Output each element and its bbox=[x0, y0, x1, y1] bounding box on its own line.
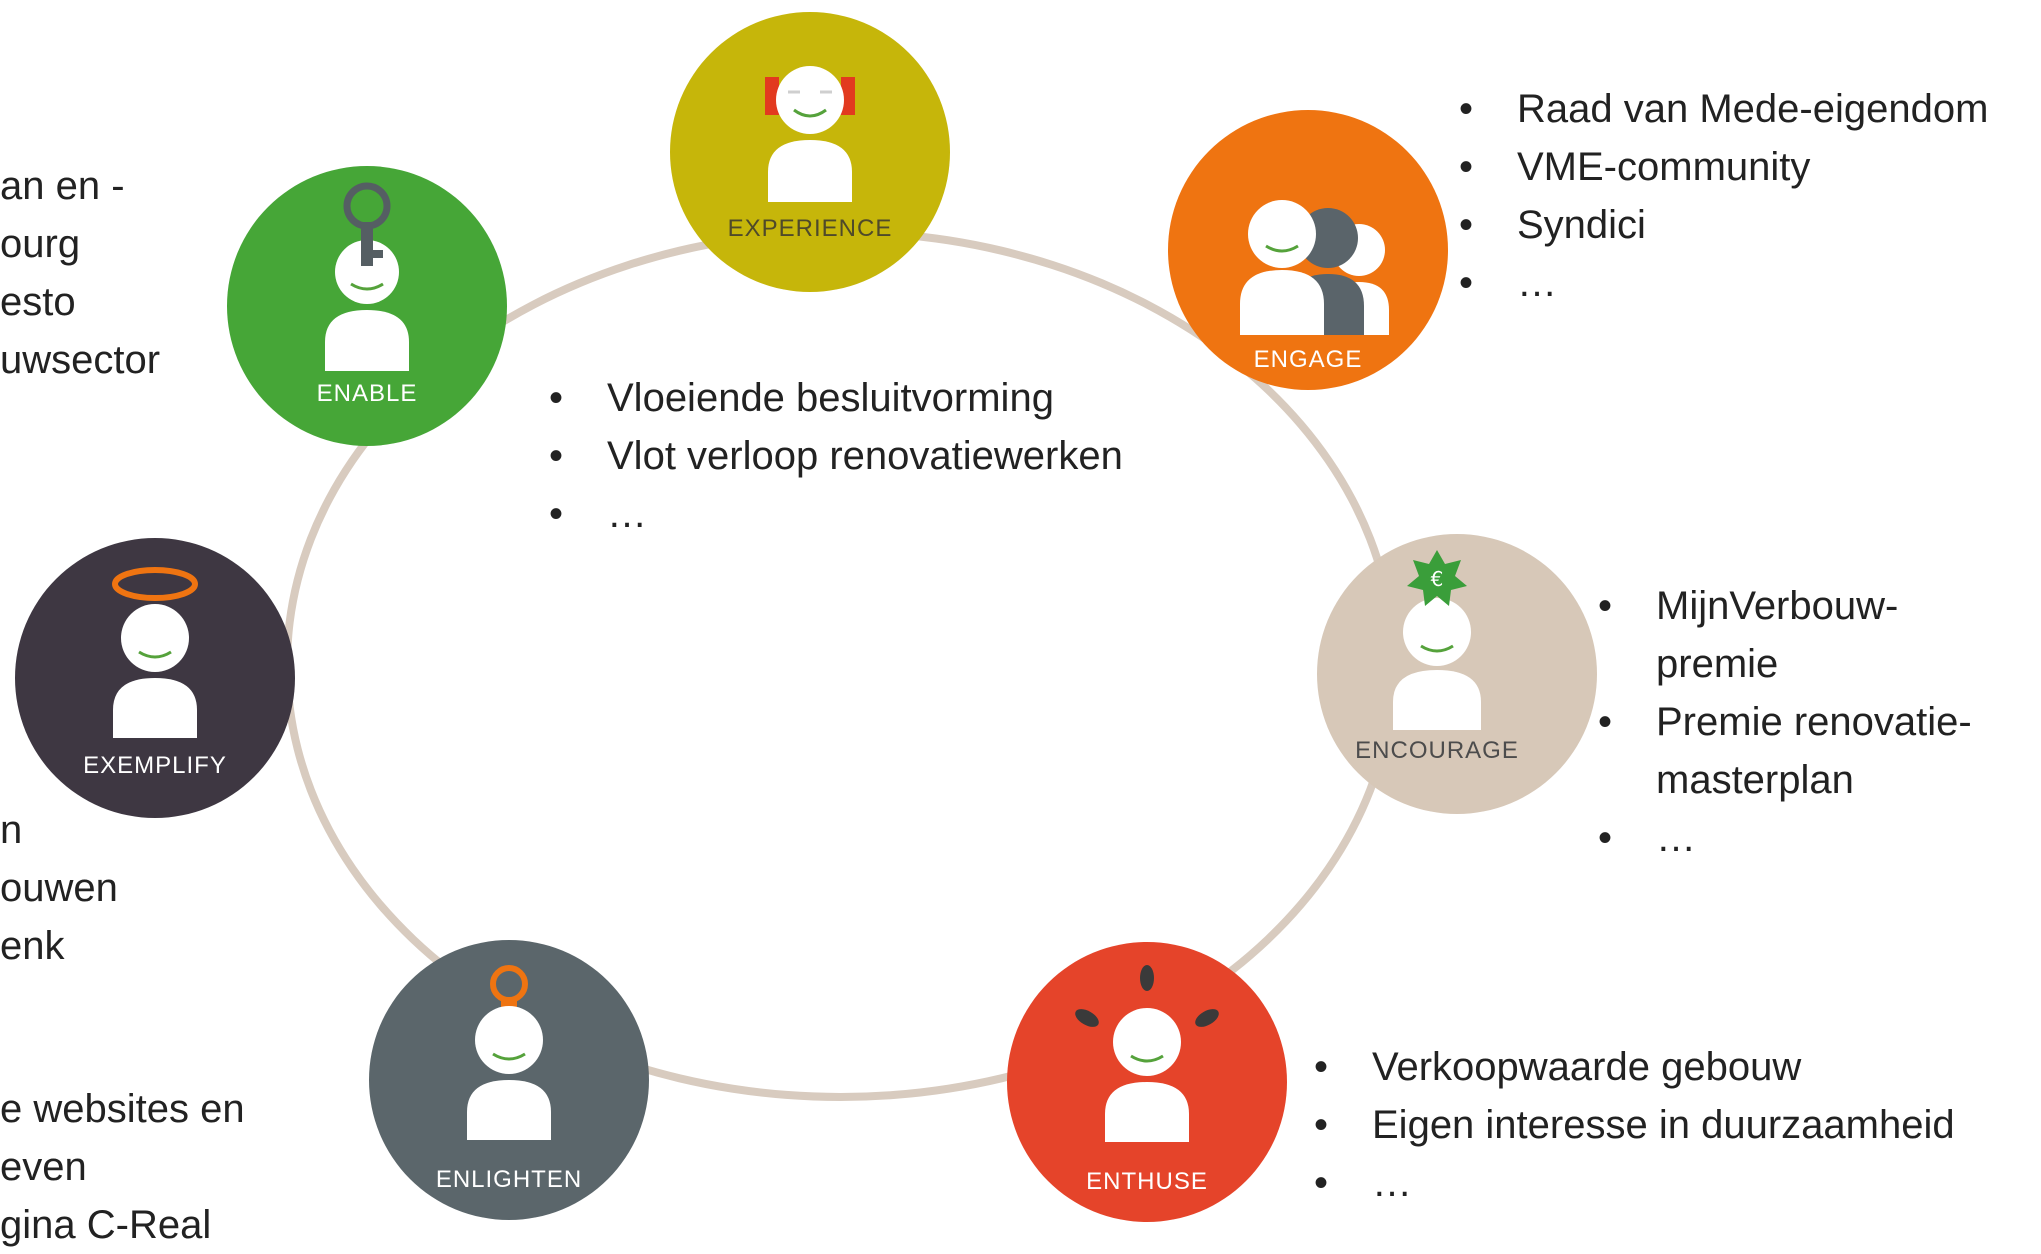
fragment-line: uwsector bbox=[0, 338, 161, 382]
diagram-canvas: EXPERIENCE ENGAGE € ENCOURAGE bbox=[0, 0, 2041, 1219]
list-item: … bbox=[1310, 1154, 1955, 1212]
node-experience: EXPERIENCE bbox=[670, 12, 950, 292]
drops-icon bbox=[1075, 965, 1219, 1142]
enlighten-text-fragment: e websites en even gina C-Real bbox=[0, 1080, 245, 1254]
node-encourage: € ENCOURAGE bbox=[1317, 534, 1597, 814]
fragment-line: an en - bbox=[0, 164, 125, 208]
fragment-line: enk bbox=[0, 924, 65, 968]
node-enlighten: ENLIGHTEN bbox=[369, 940, 649, 1220]
list-item: Vloeiende besluitvorming bbox=[545, 369, 1123, 427]
enable-text-fragment: an en - ourg esto uwsector bbox=[0, 157, 160, 389]
fragment-line: esto bbox=[0, 280, 76, 324]
fragment-line: ourg bbox=[0, 222, 81, 266]
list-item: Syndici bbox=[1455, 196, 1988, 254]
fragment-line: n bbox=[0, 808, 23, 852]
svg-text:€: € bbox=[1431, 567, 1444, 591]
fragment-line: gina C-Real bbox=[0, 1203, 212, 1247]
list-item: Verkoopwaarde gebouw bbox=[1310, 1038, 1955, 1096]
node-label: ENLIGHTEN bbox=[435, 1166, 583, 1193]
encourage-list: MijnVerbouw-premie Premie renovatie-mast… bbox=[1594, 577, 1994, 867]
node-enable: ENABLE bbox=[227, 166, 507, 446]
node-label: EXEMPLIFY bbox=[83, 752, 227, 779]
list-item: MijnVerbouw-premie bbox=[1594, 577, 1994, 693]
node-engage: ENGAGE bbox=[1168, 110, 1448, 390]
node-label: ENTHUSE bbox=[1086, 1168, 1208, 1195]
list-item: … bbox=[1455, 254, 1988, 312]
halo-icon bbox=[112, 567, 198, 738]
list-item: Raad van Mede-eigendom bbox=[1455, 80, 1988, 138]
node-exemplify: EXEMPLIFY bbox=[15, 538, 295, 818]
lightbulb-icon bbox=[467, 965, 551, 1140]
engage-list: Raad van Mede-eigendom VME-community Syn… bbox=[1455, 80, 1988, 312]
node-enthuse: ENTHUSE bbox=[1007, 942, 1287, 1222]
group-icon bbox=[1240, 200, 1389, 335]
list-item: Eigen interesse in duurzaamheid bbox=[1310, 1096, 1955, 1154]
key-icon bbox=[325, 182, 409, 371]
fragment-line: e websites en bbox=[0, 1087, 245, 1131]
enthuse-list: Verkoopwaarde gebouw Eigen interesse in … bbox=[1310, 1038, 1955, 1212]
node-label: EXPERIENCE bbox=[727, 215, 893, 242]
fragment-line: even bbox=[0, 1145, 87, 1189]
list-item: … bbox=[1594, 809, 1994, 867]
list-item: Vlot verloop renovatiewerken bbox=[545, 427, 1123, 485]
euro-badge-icon: € bbox=[1393, 550, 1481, 730]
list-item: … bbox=[545, 485, 1123, 543]
node-label: ENABLE bbox=[316, 380, 418, 407]
node-label: ENGAGE bbox=[1253, 346, 1363, 373]
list-item: VME-community bbox=[1455, 138, 1988, 196]
center-list: Vloeiende besluitvorming Vlot verloop re… bbox=[545, 369, 1123, 543]
list-item: Premie renovatie-masterplan bbox=[1594, 693, 1994, 809]
headphones-icon bbox=[765, 66, 855, 202]
fragment-line: ouwen bbox=[0, 866, 118, 910]
exemplify-text-fragment: n ouwen enk bbox=[0, 801, 118, 975]
node-label: ENCOURAGE bbox=[1355, 737, 1519, 764]
